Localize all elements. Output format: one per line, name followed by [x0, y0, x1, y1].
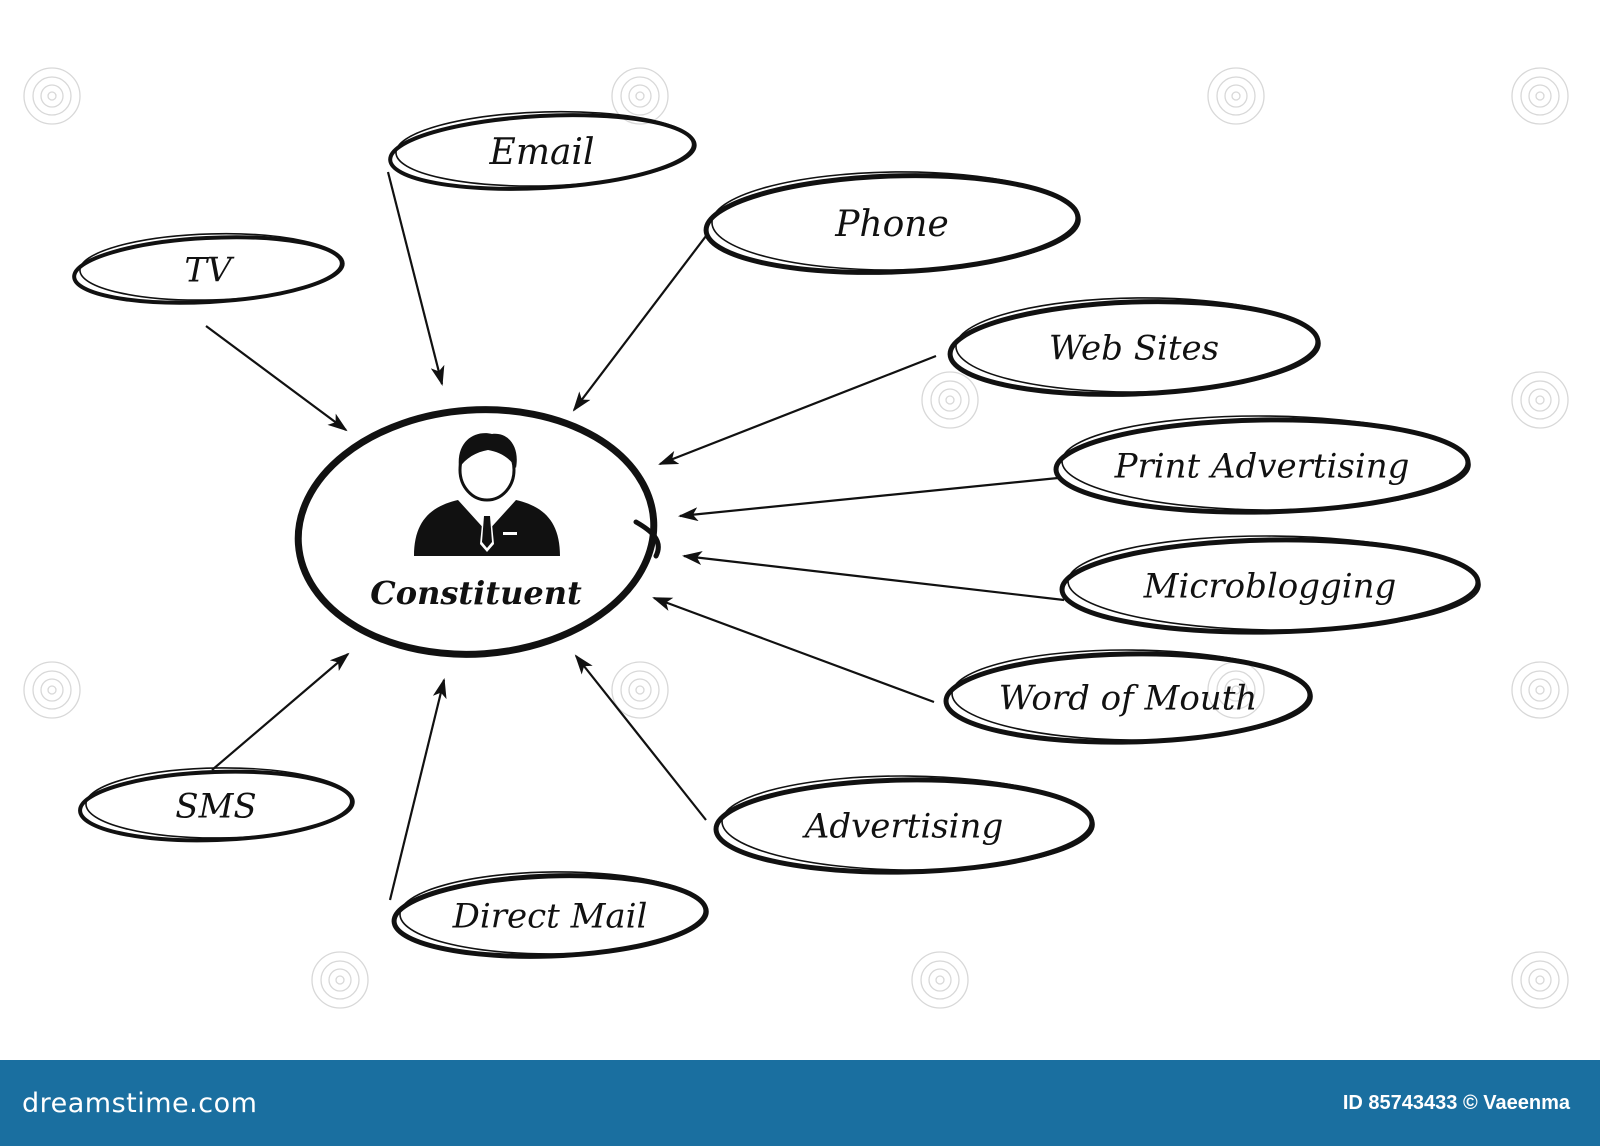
node-ellipse [1059, 537, 1481, 635]
node-ellipse-sketch [79, 232, 345, 301]
arrow-email-to-center [386, 171, 445, 386]
watermark-swirl-icon [1207, 67, 1265, 125]
footer-bar: dreamstime.com ID 85743433 © Vaeenma [0, 1060, 1600, 1146]
node-ellipse-sketch [1067, 535, 1481, 631]
node-ellipse-sketch [85, 767, 355, 839]
node-label-microblogging: Microblogging [1143, 567, 1397, 607]
arrow-microblogging-to-center [682, 551, 1065, 602]
node-label-sms: SMS [175, 787, 256, 827]
node-ellipse [703, 173, 1081, 275]
node-web-sites: Web Sites [947, 297, 1321, 397]
center-ellipse [294, 406, 658, 658]
node-label-print-advertising: Print Advertising [1114, 447, 1410, 487]
node-phone: Phone [703, 171, 1081, 275]
node-label-advertising: Advertising [802, 807, 1003, 847]
arrow-print-advertising-to-center [678, 476, 1059, 522]
node-ellipse [713, 777, 1095, 875]
watermark-swirl-icon [611, 661, 669, 719]
node-ellipse [388, 113, 696, 191]
node-ellipse-sketch [711, 171, 1081, 271]
arrow-tv-to-center [205, 325, 348, 432]
node-print-advertising: Print Advertising [1053, 415, 1471, 515]
arrow-sms-to-center [211, 652, 350, 771]
node-ellipse [72, 235, 344, 305]
node-direct-mail: Direct Mail [391, 871, 709, 959]
node-ellipse [391, 873, 709, 959]
connector-arrows [205, 171, 1065, 901]
center-label: Constituent [370, 574, 582, 612]
watermark-swirl-icon [1511, 951, 1569, 1009]
node-ellipse-sketch [1061, 415, 1471, 511]
watermark-swirl-icon [23, 661, 81, 719]
watermark-swirl-icon [921, 371, 979, 429]
node-ellipse [78, 769, 354, 843]
arrow-advertising-to-center [574, 654, 707, 821]
arrow-direct-mail-to-center [388, 678, 447, 901]
node-ellipse-sketch [399, 871, 709, 955]
footer-brand[interactable]: dreamstime.com [22, 1087, 258, 1119]
node-tv: TV [72, 232, 345, 305]
node-label-email: Email [489, 132, 595, 173]
node-ellipse [1053, 417, 1471, 515]
node-advertising: Advertising [713, 775, 1095, 875]
node-ellipse-sketch [955, 297, 1321, 393]
businessman-icon [414, 433, 560, 556]
node-label-phone: Phone [834, 204, 949, 245]
center-ellipse-tail [633, 519, 661, 559]
watermark-swirl-icon [23, 67, 81, 125]
node-sms: SMS [78, 767, 355, 843]
arrow-phone-to-center [572, 235, 707, 412]
node-ellipse-sketch [395, 110, 697, 187]
node-ellipse [947, 299, 1321, 397]
center-node: Constituent [294, 406, 661, 658]
arrow-web-sites-to-center [658, 354, 937, 466]
node-ellipse-sketch [951, 649, 1313, 741]
node-email: Email [388, 110, 697, 191]
watermark-swirl-icon [911, 951, 969, 1009]
arrow-word-of-mouth-to-center [652, 596, 935, 704]
node-word-of-mouth: Word of Mouth [943, 649, 1313, 745]
footer-credit: ID 85743433 © Vaeenma [1342, 1091, 1570, 1114]
watermark-swirl-icon [1511, 661, 1569, 719]
node-label-tv: TV [184, 251, 235, 291]
watermark-swirl-icon [1511, 67, 1569, 125]
node-microblogging: Microblogging [1059, 535, 1481, 635]
watermark-swirl-icon [1511, 371, 1569, 429]
node-ellipse-sketch [721, 775, 1095, 871]
node-label-direct-mail: Direct Mail [452, 897, 648, 937]
node-label-word-of-mouth: Word of Mouth [999, 679, 1258, 719]
node-label-web-sites: Web Sites [1049, 329, 1219, 369]
watermark-swirl-icon [611, 67, 669, 125]
watermark-swirl-icon [311, 951, 369, 1009]
watermark-layer [23, 67, 1569, 1009]
node-ellipse [943, 651, 1313, 745]
